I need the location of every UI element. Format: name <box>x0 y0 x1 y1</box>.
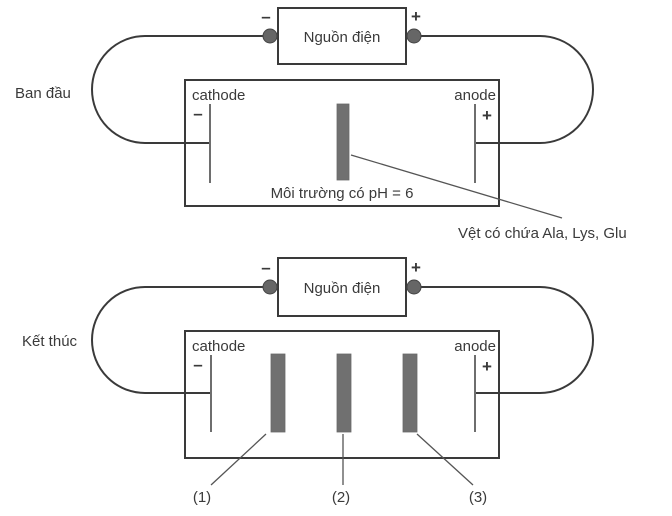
positive-terminal-sign: + <box>411 258 421 277</box>
panel-initial: Nguồn điện – + Ban đầu cathode anode – +… <box>15 7 627 242</box>
cathode-sign: – <box>193 355 202 374</box>
negative-terminal-sign: – <box>261 7 270 26</box>
band-2-label: (2) <box>332 489 350 506</box>
wire-anode <box>414 286 594 394</box>
negative-terminal-icon <box>262 28 278 44</box>
positive-terminal-sign: + <box>411 7 421 26</box>
band-3 <box>402 353 418 433</box>
wire-anode <box>414 35 594 144</box>
power-source-label: Nguồn điện <box>304 280 381 297</box>
cathode-sign: – <box>193 104 202 123</box>
sample-spot-leader-line <box>350 154 563 219</box>
wire-cathode <box>91 35 270 144</box>
stage-label: Ban đầu <box>15 85 71 102</box>
positive-terminal-icon <box>406 28 422 44</box>
anode-label: anode <box>454 338 496 355</box>
sample-spot-label: Vệt có chứa Ala, Lys, Glu <box>458 225 627 242</box>
anode-sign: + <box>482 106 492 125</box>
band-3-label: (3) <box>469 489 487 506</box>
power-source-box <box>277 7 407 65</box>
cathode-label: cathode <box>192 87 245 104</box>
wire-cathode <box>91 286 270 394</box>
band-2 <box>336 353 352 433</box>
sample-spot-band <box>336 103 350 181</box>
cathode-label: cathode <box>192 338 245 355</box>
power-source-box <box>277 257 407 317</box>
power-source-label: Nguồn điện <box>304 29 381 46</box>
negative-terminal-sign: – <box>261 258 270 277</box>
band-3-leader-line <box>416 433 474 486</box>
anode-sign: + <box>482 357 492 376</box>
medium-label: Môi trường có pH = 6 <box>271 185 414 202</box>
negative-terminal-icon <box>262 279 278 295</box>
stage-label: Kết thúc <box>22 333 78 350</box>
panel-final: Nguồn điện – + Kết thúc cathode anode – … <box>22 257 594 506</box>
band-1-label: (1) <box>193 489 211 506</box>
band-1-leader-line <box>210 433 267 486</box>
band-1 <box>270 353 286 433</box>
anode-label: anode <box>454 87 496 104</box>
positive-terminal-icon <box>406 279 422 295</box>
